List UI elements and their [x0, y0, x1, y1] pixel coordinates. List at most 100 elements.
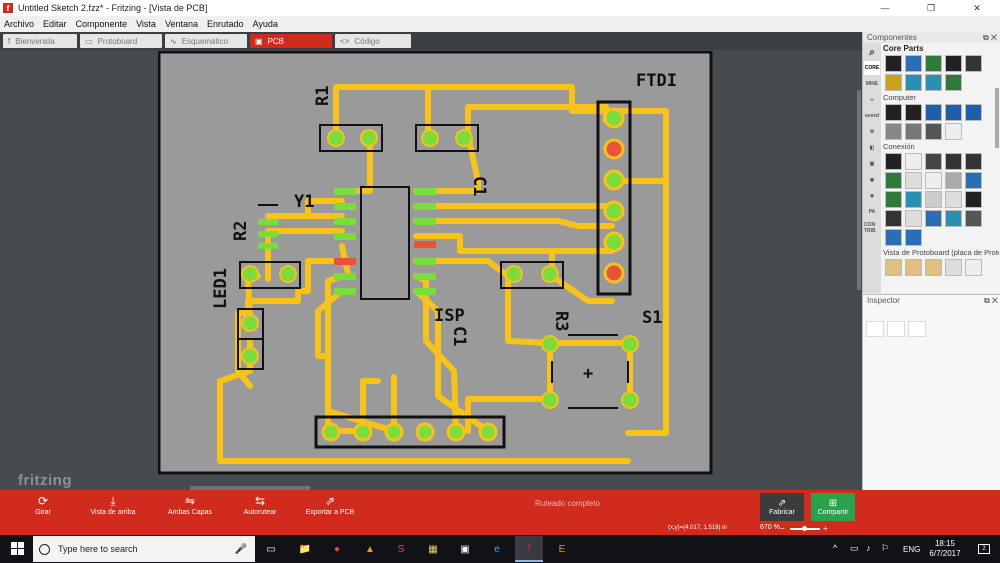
tab-esquematico[interactable]: ∿ Esquemático — [165, 34, 247, 48]
part-item[interactable] — [924, 123, 942, 140]
component-y1[interactable] — [239, 261, 301, 289]
part-item[interactable] — [924, 153, 942, 170]
component-chip[interactable] — [334, 186, 436, 300]
part-item[interactable] — [964, 104, 982, 121]
menu-archivo[interactable]: Archivo — [4, 19, 35, 29]
autoroute-button[interactable]: ⇆ Autorutear — [225, 493, 295, 523]
taskbar-clock[interactable]: 18:15 6/7/2017 — [925, 539, 965, 559]
part-item[interactable] — [884, 191, 902, 208]
part-item[interactable] — [944, 210, 962, 227]
close-icon[interactable]: ⧉ ✕ — [983, 295, 998, 305]
zoom-in-icon[interactable]: + — [823, 524, 828, 533]
category-icon[interactable]: ◉ — [869, 177, 875, 183]
notification-icon[interactable]: 2 — [978, 544, 990, 554]
zoom-out-icon[interactable]: − — [780, 524, 785, 533]
part-item[interactable] — [884, 210, 902, 227]
microphone-icon[interactable]: 🎤 — [234, 543, 247, 555]
component-ftdi-header[interactable] — [596, 100, 632, 296]
part-item[interactable] — [924, 104, 942, 121]
share-button[interactable]: ⊞ Compartir — [811, 493, 855, 521]
component-r1[interactable] — [319, 124, 383, 152]
part-item[interactable] — [904, 74, 922, 91]
part-item[interactable] — [944, 191, 962, 208]
part-item[interactable] — [964, 259, 982, 276]
part-item[interactable] — [884, 172, 902, 189]
task-view-icon[interactable]: ▭ — [266, 543, 276, 555]
fabricate-button[interactable]: ⇗ Fabricar — [760, 493, 804, 521]
menu-enrutado[interactable]: Enrutado — [206, 19, 244, 29]
part-item[interactable] — [904, 172, 922, 189]
tab-codigo[interactable]: <> Código — [335, 34, 411, 48]
part-item[interactable] — [924, 191, 942, 208]
windows-start-icon[interactable] — [11, 542, 25, 556]
part-item[interactable] — [924, 55, 942, 72]
rotate-button[interactable]: ⟳ Girar — [8, 493, 78, 523]
part-item[interactable] — [964, 191, 982, 208]
components-scrollbar[interactable] — [995, 88, 999, 148]
category-pa[interactable]: PA — [868, 209, 876, 215]
part-item[interactable] — [904, 259, 922, 276]
category-icon[interactable]: ▣ — [869, 161, 875, 167]
component-c1[interactable] — [415, 124, 479, 152]
part-item[interactable] — [884, 153, 902, 170]
category-core[interactable]: CORE — [864, 61, 880, 75]
edge-icon[interactable]: e — [494, 543, 500, 555]
close-icon[interactable]: ⧉ ✕ — [982, 32, 997, 42]
component-r2[interactable] — [258, 204, 278, 249]
app-icon[interactable]: S — [397, 543, 405, 555]
part-item[interactable] — [944, 55, 962, 72]
pcb-board[interactable]: FTDI R1 Y1 R2 LED1 C1 ISP C1 R3 S1 + — [158, 51, 714, 475]
app-icon[interactable]: ▦ — [428, 543, 438, 555]
category-icon[interactable]: ◈ — [870, 193, 874, 199]
menu-editar[interactable]: Editar — [43, 19, 67, 29]
part-item[interactable] — [944, 104, 962, 121]
part-item[interactable] — [884, 74, 902, 91]
component-isp-header[interactable] — [314, 415, 506, 449]
menu-ventana[interactable]: Ventana — [164, 19, 198, 29]
component-led1[interactable] — [237, 308, 264, 370]
tray-chevron-icon[interactable]: ^ — [833, 543, 838, 553]
top-view-button[interactable]: ⤓ Vista de arriba — [78, 493, 148, 523]
fritzing-taskbar-icon[interactable]: f — [515, 536, 543, 562]
menu-vista[interactable]: Vista — [136, 19, 156, 29]
part-item[interactable] — [964, 172, 982, 189]
part-item[interactable] — [904, 210, 922, 227]
tab-bienvenida[interactable]: f Bienvenida — [3, 34, 77, 48]
menu-componente[interactable]: Componente — [75, 19, 128, 29]
both-layers-button[interactable]: ⇋ Ambas Capas — [155, 493, 225, 523]
tab-protoboard[interactable]: ▭ Protoboard — [80, 34, 162, 48]
part-item[interactable] — [904, 104, 922, 121]
part-item[interactable] — [904, 191, 922, 208]
minimize-button[interactable]: — — [880, 3, 890, 13]
part-item[interactable] — [884, 55, 902, 72]
part-item[interactable] — [944, 172, 962, 189]
part-item[interactable] — [964, 210, 982, 227]
part-item[interactable] — [904, 229, 922, 246]
category-icon[interactable]: ◧ — [869, 145, 875, 151]
gear-icon[interactable]: ⚙ — [869, 129, 875, 135]
part-item[interactable] — [904, 123, 922, 140]
part-item[interactable] — [964, 153, 982, 170]
matlab-icon[interactable]: ▲ — [365, 543, 375, 555]
part-item[interactable] — [944, 153, 962, 170]
menu-ayuda[interactable]: Ayuda — [252, 19, 278, 29]
taskbar-search[interactable]: Type here to search 🎤 — [33, 536, 255, 562]
component-r3[interactable] — [500, 261, 564, 289]
part-item[interactable] — [904, 55, 922, 72]
part-item[interactable] — [884, 123, 902, 140]
category-arduino[interactable]: ∞ — [870, 97, 874, 103]
part-item[interactable] — [924, 210, 942, 227]
horizontal-scrollbar[interactable] — [190, 486, 310, 490]
zoom-slider-handle[interactable] — [802, 526, 807, 531]
part-item[interactable] — [944, 259, 962, 276]
part-item[interactable] — [884, 104, 902, 121]
tab-pcb[interactable]: ▣ PCB — [250, 34, 332, 48]
search-icon[interactable]: ⌕ — [869, 46, 875, 58]
part-item[interactable] — [884, 229, 902, 246]
category-mine[interactable]: MINE — [865, 81, 879, 87]
maximize-button[interactable]: ❐ — [926, 2, 936, 13]
category-seeed[interactable]: seeed — [864, 113, 880, 119]
part-item[interactable] — [904, 153, 922, 170]
file-explorer-icon[interactable]: 📁 — [298, 543, 312, 555]
part-item[interactable] — [924, 74, 942, 91]
